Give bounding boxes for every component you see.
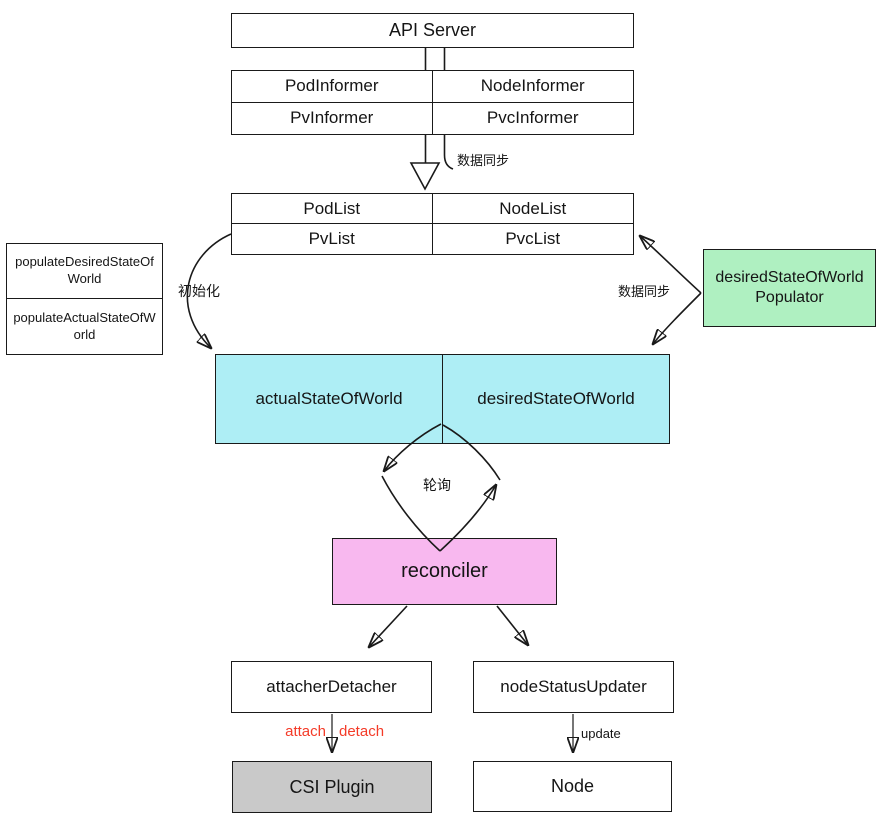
dsw-populator-box: desiredStateOfWorldPopulator [703,249,876,327]
node-status-updater-box: nodeStatusUpdater [473,661,674,713]
pod-list-cell: PodList [232,194,433,224]
populate-functions-table: populateDesiredStateOfWorld populateActu… [6,243,163,355]
populate-desired-cell: populateDesiredStateOfWorld [7,244,162,299]
actual-state-cell: actualStateOfWorld [216,355,443,443]
pvc-list-cell: PvcList [505,229,561,248]
populate-actual-cell: populateActualStateOfWorld [13,309,156,342]
update-label: update [581,726,621,741]
node-list-cell: NodeList [432,194,633,224]
pv-informer-cell: PvInformer [232,102,433,134]
edge-reconciler-attacher [369,605,408,647]
pod-informer-cell: PodInformer [232,71,433,103]
sync-arrow-right-line [443,135,454,170]
detach-label: detach [339,723,385,740]
state-of-world-table: actualStateOfWorld desiredStateOfWorld [215,354,670,444]
node-box: Node [473,761,672,812]
poll-label: 轮询 [423,477,451,493]
informers-table: PodInformer NodeInformer PvInformer PvcI… [231,70,634,135]
api-server-box: API Server [231,13,634,48]
init-label: 初始化 [178,283,220,299]
node-informer-cell: NodeInformer [432,71,633,103]
pv-list-cell: PvList [232,224,433,254]
edge-reconciler-updater [496,605,528,645]
csi-plugin-box: CSI Plugin [232,761,432,813]
edge-populator-to-state [653,292,702,344]
data-sync-top-label: 数据同步 [457,153,510,168]
desired-state-cell: desiredStateOfWorld [477,389,635,408]
lists-table: PodList NodeList PvList PvcList [231,193,634,255]
attacher-detacher-box: attacherDetacher [231,661,432,713]
reconciler-box: reconciler [332,538,557,605]
data-sync-right-label: 数据同步 [618,284,671,299]
pvc-informer-cell: PvcInformer [486,108,579,128]
sync-arrow-head [409,162,441,191]
attach-label: attach [285,723,326,740]
